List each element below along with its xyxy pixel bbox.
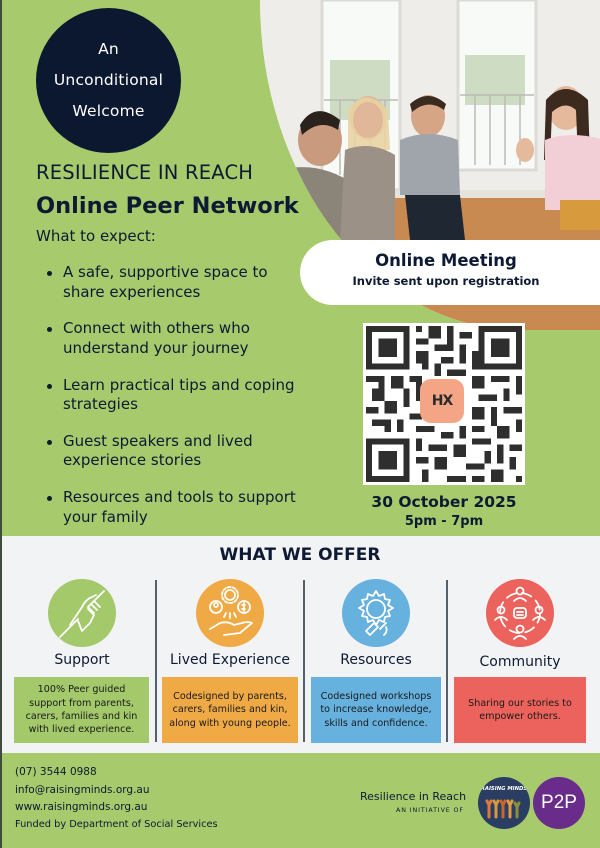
handshake-icon	[48, 579, 116, 647]
card-description: Sharing our stories to empower others.	[454, 677, 586, 743]
page-title: Online Peer Network	[36, 193, 299, 219]
p2p-logo-text: P2P	[541, 792, 577, 813]
meeting-title: Online Meeting	[375, 251, 517, 270]
offer-heading: WHAT WE OFFER	[219, 545, 381, 565]
expect-heading: What to expect:	[36, 227, 156, 245]
list-item: Resources and tools to support your fami…	[46, 488, 296, 527]
card-description: 100% Peer guided support from parents, c…	[14, 677, 149, 743]
card-title: Lived Experience	[170, 652, 290, 668]
footer: (07) 3544 0988 info@raisingminds.org.au …	[0, 753, 600, 848]
list-item: A safe, supportive space to share experi…	[46, 263, 296, 302]
gear-tools-icon	[342, 579, 410, 647]
event-date: 30 October 2025	[371, 493, 517, 511]
registration-qr-code[interactable]: HX	[363, 323, 525, 485]
people-raising-hands-icon	[485, 799, 521, 819]
card-title: Support	[54, 652, 110, 668]
what-we-offer-section: WHAT WE OFFER Support 100% Peer guided s…	[0, 536, 600, 753]
column-divider	[446, 580, 448, 742]
meeting-subtitle: Invite sent upon registration	[352, 274, 540, 288]
event-time: 5pm - 7pm	[404, 514, 484, 529]
hx-logo-icon: HX	[420, 379, 464, 423]
program-name: RESILIENCE IN REACH	[36, 161, 254, 184]
welcome-line-3: Welcome	[72, 102, 145, 120]
phone-number[interactable]: (07) 3544 0988	[15, 766, 97, 778]
card-description: Codesigned workshops to increase knowled…	[311, 677, 441, 743]
column-divider	[155, 580, 157, 742]
list-item: Guest speakers and lived experience stor…	[46, 432, 296, 471]
list-item: Connect with others who understand your …	[46, 319, 296, 358]
website-link[interactable]: www.raisingminds.org.au	[15, 801, 148, 813]
list-item: Learn practical tips and coping strategi…	[46, 376, 296, 415]
column-divider	[303, 580, 305, 742]
raising-minds-logo-text: RAISING MINDS	[480, 786, 528, 792]
initiative-label: AN INITIATIVE OF	[396, 807, 464, 814]
hand-people-gear-icon	[196, 579, 264, 647]
email-link[interactable]: info@raisingminds.org.au	[15, 784, 150, 796]
welcome-badge: An Unconditional Welcome	[36, 8, 181, 153]
meeting-banner: Online Meeting Invite sent upon registra…	[300, 240, 600, 305]
hero-section: An Unconditional Welcome RESILIENCE IN R…	[36, 0, 600, 529]
welcome-line-2: Unconditional	[53, 71, 164, 89]
community-people-icon	[486, 579, 554, 647]
card-title: Resources	[340, 652, 412, 668]
card-title: Community	[479, 654, 561, 670]
raising-minds-logo: RAISING MINDS	[478, 777, 530, 829]
card-description: Codesigned by parents, carers, families …	[162, 677, 298, 743]
p2p-logo: P2P	[533, 777, 585, 829]
expect-list: A safe, supportive space to share experi…	[46, 263, 296, 544]
left-border	[0, 0, 2, 848]
brand-name: Resilience in Reach	[360, 790, 467, 803]
funding-note: Funded by Department of Social Services	[15, 819, 218, 830]
welcome-line-1: An	[98, 40, 119, 58]
